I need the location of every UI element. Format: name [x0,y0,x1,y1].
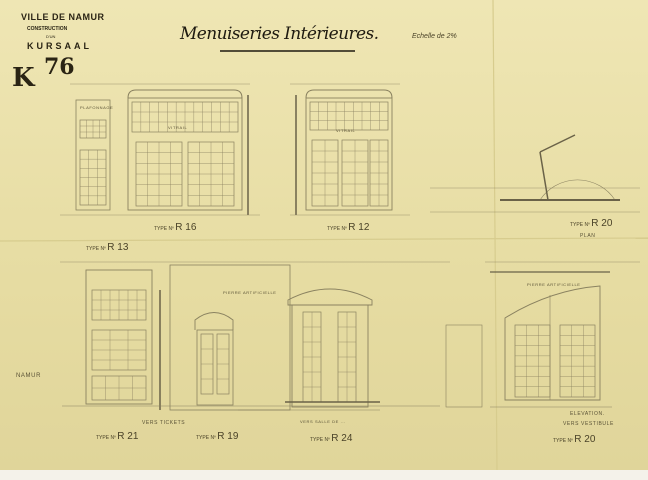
type-label-r19: TYPE Nº R 19 [196,431,239,442]
arch-r19 [194,312,234,330]
type-label-r16: TYPE Nº R 16 [154,222,197,233]
glazing-grid [559,324,596,398]
type-label-r12: TYPE Nº R 12 [327,222,370,233]
scale-note: Echelle de 2% [412,33,457,40]
scan-margin [0,470,648,480]
arch-r16 [127,89,243,99]
type-label-r24: TYPE Nº R 24 [310,433,353,444]
door-r24 [291,304,369,408]
pediment-r24 [287,288,373,306]
door-r12 [305,97,393,211]
arch-r12 [305,89,393,99]
header-building: KURSAAL [27,41,92,51]
note-vitrail-r12: VITRAIL [336,128,356,133]
glazing-grid [309,101,389,131]
type-label-r20-elevation: TYPE Nº R 20 [553,434,596,445]
drawing-line [0,237,648,242]
note-vers-tickets: VERS TICKETS [142,420,186,426]
header-city: VILLE DE NAMUR [21,12,105,22]
glazing-grid [514,324,551,398]
note-namur: NAMUR [16,373,41,379]
note-pierre-2: PIERRE ARTIFICIELLE [527,282,581,287]
drawing-sheet [0,0,648,470]
door-r19 [196,329,234,406]
header-dun: D'UN [46,34,56,39]
note-vers-salle: VERS SALLE DE ... [300,419,346,424]
type-label-r20-plan: TYPE Nº R 20 [570,218,613,229]
type-label-r13: TYPE Nº R 13 [86,242,129,253]
plan-label: PLAN [580,233,596,239]
note-vers-vestibule: VERS VESTIBULE [563,421,614,427]
elevation-r20 [504,285,601,401]
door-r13 [75,99,111,211]
note-plafonnage: PLAFONNAGE [80,105,114,110]
wall-r19 [169,264,291,411]
pier-outline [445,324,483,408]
door-r16 [127,97,243,211]
note-pierre-1: PIERRE ARTIFICIELLE [223,290,277,295]
type-label-r21: TYPE Nº R 21 [96,431,139,442]
plan-arc [539,179,616,201]
drawing-line [539,151,549,201]
note-elevation: ELEVATION. [570,411,605,417]
note-vitrail-r16: VITRAIL [168,125,188,130]
drawing-line [492,0,498,470]
drawing-line [539,134,576,153]
architectural-drawing [0,0,648,470]
page-title: Menuiseries Intérieures. [180,24,379,44]
sheet-number: 76 [44,54,75,80]
header-construction: CONSTRUCTION [27,26,68,32]
door-r21 [85,269,153,405]
sheet-letter: K [12,63,35,93]
